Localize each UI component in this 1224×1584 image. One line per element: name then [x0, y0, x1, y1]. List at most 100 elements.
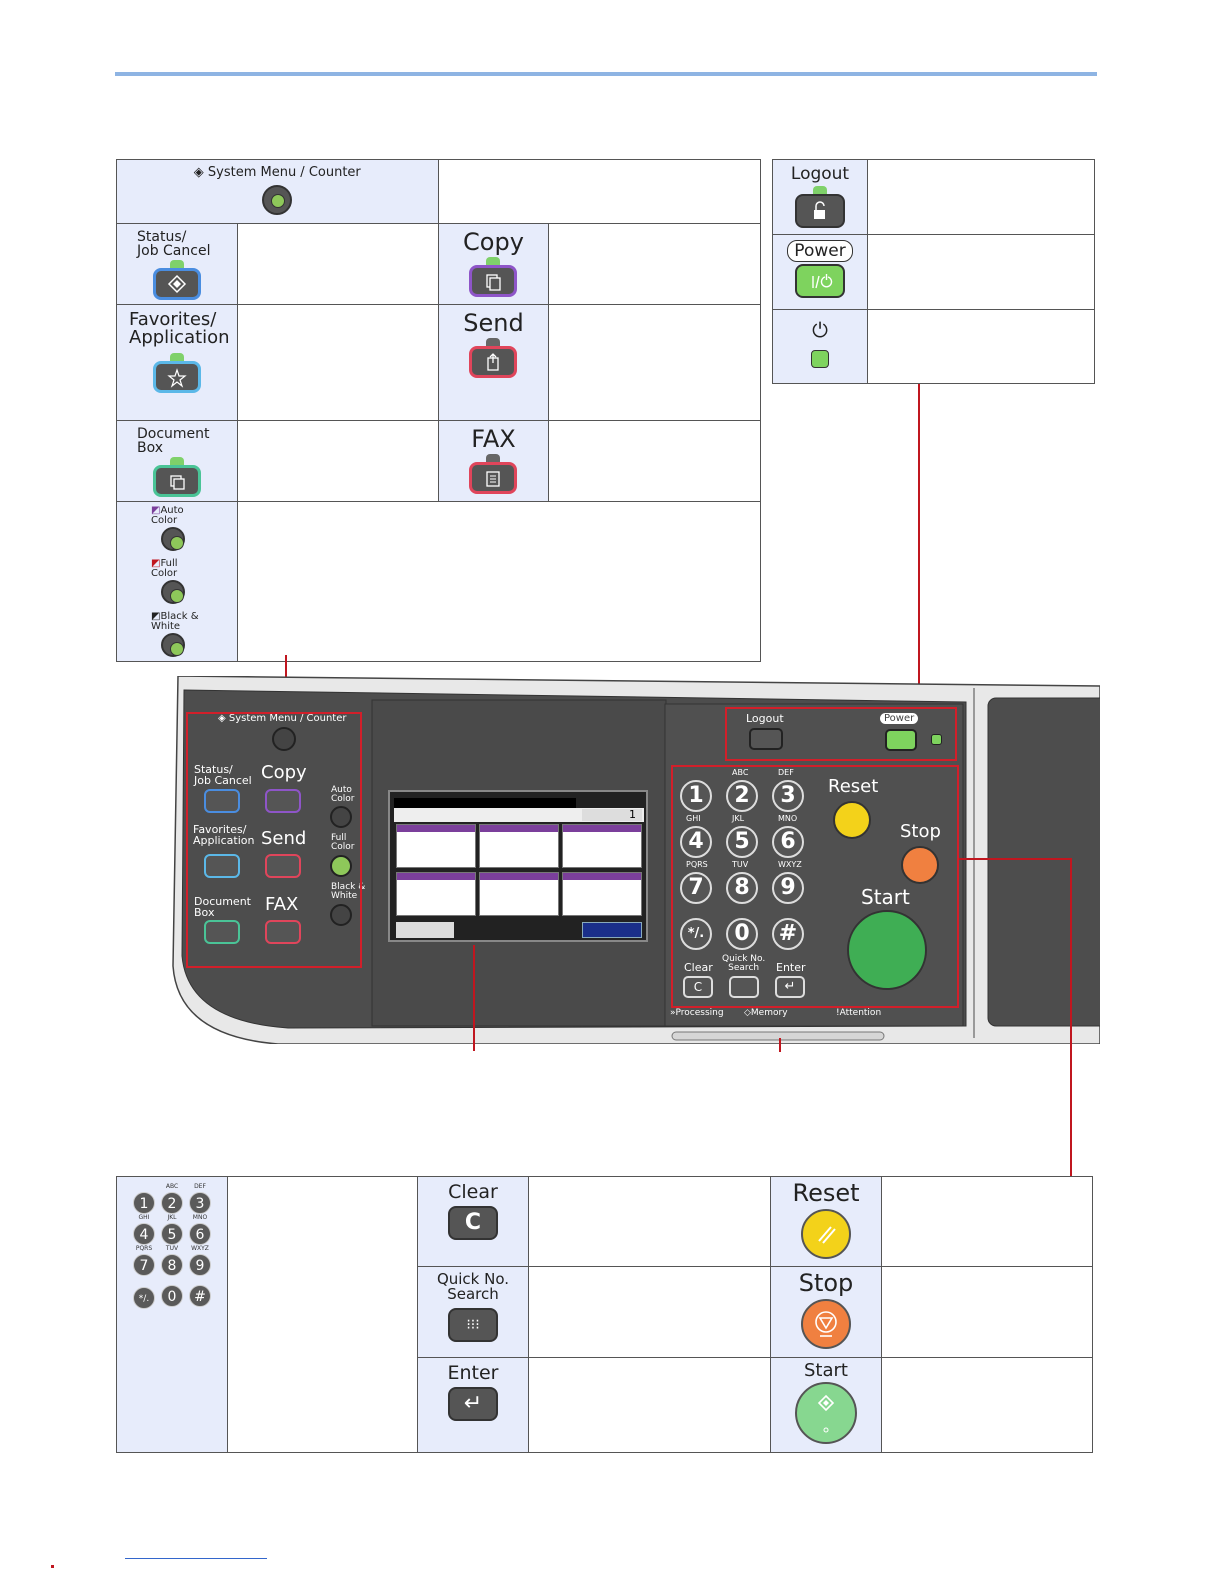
- screen-tile-2[interactable]: [479, 824, 559, 868]
- key-letters-1: ABC: [165, 1183, 179, 1190]
- panel-system-menu-label: System Menu / Counter: [228, 713, 347, 724]
- main-power-indicator: [811, 350, 829, 368]
- document-box-desc: [236, 420, 439, 502]
- screen-tile-3[interactable]: [562, 824, 642, 868]
- auto-color-button[interactable]: [161, 527, 185, 551]
- num-key-6[interactable]: 7: [133, 1254, 155, 1276]
- panel-send-button[interactable]: [265, 854, 301, 878]
- num-key-3[interactable]: 4: [133, 1223, 155, 1245]
- power-button[interactable]: [795, 264, 845, 298]
- panel-key-4[interactable]: 5: [726, 826, 758, 858]
- logout-desc: [867, 159, 1095, 235]
- num-key-2[interactable]: 3: [189, 1192, 211, 1214]
- panel-power-button[interactable]: [885, 729, 917, 751]
- panel-key-2[interactable]: 3: [772, 780, 804, 812]
- panel-key-8[interactable]: 9: [772, 872, 804, 904]
- num-key-0[interactable]: 1: [133, 1192, 155, 1214]
- num-key-9[interactable]: */.: [133, 1287, 155, 1309]
- stop-button[interactable]: [801, 1299, 851, 1349]
- panel-logout-button[interactable]: [749, 728, 783, 750]
- system-menu-desc: [437, 159, 762, 224]
- color-mode-desc: [236, 501, 762, 662]
- enter-button[interactable]: ↵: [448, 1387, 498, 1421]
- panel-fax-button[interactable]: [265, 920, 301, 944]
- copy-button[interactable]: [469, 265, 518, 297]
- panel-key-letters-2: DEF: [778, 768, 794, 777]
- panel-key-5[interactable]: 6: [772, 826, 804, 858]
- fax-desc: [548, 420, 761, 502]
- panel-key-1[interactable]: 2: [726, 780, 758, 812]
- panel-black-white-button[interactable]: [330, 904, 352, 926]
- clear-button[interactable]: C: [448, 1206, 498, 1240]
- enter-desc: [528, 1357, 771, 1453]
- num-key-11[interactable]: #: [189, 1285, 211, 1307]
- panel-key-7[interactable]: 8: [726, 872, 758, 904]
- copy-lamp: [486, 257, 501, 265]
- copy-label: Copy: [463, 228, 524, 256]
- start-cell: Start: [770, 1357, 882, 1453]
- black-white-button[interactable]: [161, 633, 185, 657]
- num-key-1[interactable]: 2: [161, 1192, 183, 1214]
- panel-key-letters-1: ABC: [732, 768, 749, 777]
- system-menu-button[interactable]: [262, 185, 293, 215]
- logout-cell: Logout: [772, 159, 868, 235]
- panel-stop-button[interactable]: [901, 846, 939, 884]
- num-key-10[interactable]: 0: [161, 1285, 183, 1307]
- panel-quick-no-button[interactable]: [729, 976, 759, 998]
- footer-link-rule: [125, 1558, 267, 1559]
- panel-copy-button[interactable]: [265, 789, 301, 813]
- panel-document-box-button[interactable]: [204, 920, 240, 944]
- fax-button[interactable]: [469, 462, 518, 494]
- panel-enter-button[interactable]: ↵: [775, 976, 805, 998]
- panel-favorites-button[interactable]: [204, 854, 240, 878]
- main-power-indicator-cell: ⏻: [772, 309, 868, 384]
- send-cell: Send: [437, 304, 550, 421]
- send-icon: [487, 353, 500, 371]
- screen-favorites-button[interactable]: [582, 922, 642, 938]
- screen-tile-6[interactable]: [562, 872, 642, 916]
- panel-processing-indicator: »Processing: [670, 1008, 724, 1018]
- send-button[interactable]: [469, 346, 518, 378]
- screen-tile-1[interactable]: [396, 824, 476, 868]
- reset-button[interactable]: [801, 1209, 851, 1259]
- touch-panel[interactable]: 1: [388, 790, 648, 942]
- panel-key-9[interactable]: */.: [680, 918, 712, 950]
- num-key-4[interactable]: 5: [161, 1223, 183, 1245]
- panel-key-0[interactable]: 1: [680, 780, 712, 812]
- num-key-8[interactable]: 9: [189, 1254, 211, 1276]
- panel-key-11[interactable]: #: [772, 918, 804, 950]
- key-letters-4: JKL: [167, 1214, 177, 1221]
- num-key-7[interactable]: 8: [161, 1254, 183, 1276]
- panel-key-10[interactable]: 0: [726, 918, 758, 950]
- start-button[interactable]: [795, 1382, 857, 1444]
- panel-clear-button[interactable]: C: [683, 976, 713, 998]
- power-icon: [812, 274, 833, 289]
- key-letters-5: MNO: [192, 1214, 208, 1221]
- panel-system-menu-button[interactable]: [272, 727, 296, 751]
- panel-key-letters-8: WXYZ: [778, 860, 802, 869]
- panel-status-button[interactable]: [204, 789, 240, 813]
- full-color-button[interactable]: [161, 580, 185, 604]
- favorites-application-button[interactable]: [152, 361, 201, 393]
- panel-key-letters-4: JKL: [732, 814, 745, 823]
- panel-reset-button[interactable]: [833, 801, 871, 839]
- panel-start-button[interactable]: [847, 910, 927, 990]
- screen-tile-4[interactable]: [396, 872, 476, 916]
- panel-key-3[interactable]: 4: [680, 826, 712, 858]
- panel-auto-color-button[interactable]: [330, 806, 352, 828]
- screen-count: 1: [582, 809, 642, 821]
- fax-icon: [486, 471, 501, 487]
- screen-tile-5[interactable]: [479, 872, 559, 916]
- panel-key-6[interactable]: 7: [680, 872, 712, 904]
- logout-button[interactable]: [795, 194, 845, 228]
- panel-full-color-button[interactable]: [330, 855, 352, 877]
- power-label: Power: [787, 240, 853, 262]
- panel-power-label: Power: [880, 713, 919, 724]
- document-box-button[interactable]: [152, 465, 201, 497]
- status-job-cancel-button[interactable]: [152, 268, 201, 300]
- num-key-5[interactable]: 6: [189, 1223, 211, 1245]
- quick-no-search-button[interactable]: ⁝⁝⁝: [448, 1308, 498, 1342]
- screen-menu-button[interactable]: [396, 922, 454, 938]
